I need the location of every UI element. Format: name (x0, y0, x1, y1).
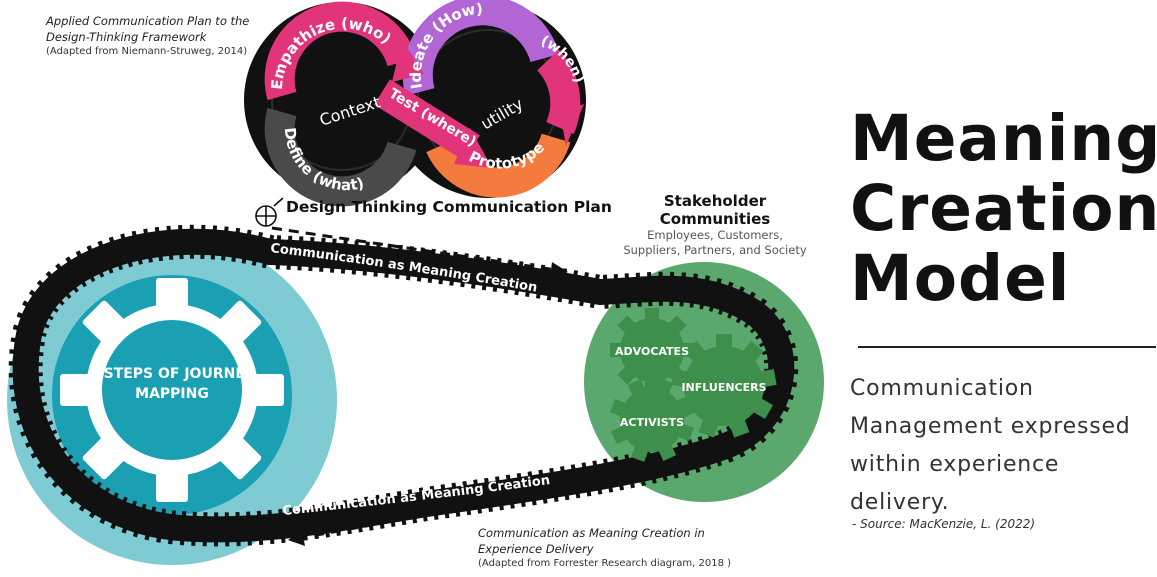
influencers-cog-icon (671, 334, 777, 438)
design-thinking-plan-label: Design Thinking Communication Plan (286, 198, 612, 216)
empathize-band (264, 1, 417, 101)
subtitle-line3: within experience delivery. (850, 452, 1060, 515)
prototype-band (426, 133, 571, 198)
stakeholder-communities: Stakeholder Communities Employees, Custo… (610, 192, 820, 258)
stakeholder-heading-line2: Communities (659, 210, 771, 228)
top-caption: Applied Communication Plan to the Design… (46, 14, 249, 59)
bottom-caption-source: (Adapted from Forrester Research diagram… (478, 558, 732, 570)
advocates-label: ADVOCATES (615, 345, 689, 358)
define-band (264, 107, 417, 207)
stakeholder-sub-line2: Suppliers, Partners, and Society (623, 243, 807, 257)
top-caption-line2: Design-Thinking Framework (46, 29, 207, 44)
subtitle-line2: Management expressed (850, 414, 1131, 439)
top-caption-line1: Applied Communication Plan to the (46, 14, 250, 28)
chain-links (8, 224, 799, 547)
empathize-arrowhead (392, 40, 424, 82)
page-title: Meaning Creation Model (850, 104, 1157, 314)
bottom-caption-line1: Communication as Meaning Creation in (478, 526, 705, 540)
title-line3: Model (850, 242, 1071, 315)
title-line2: Creation (850, 172, 1157, 245)
arrowhead-right-icon (550, 262, 568, 278)
title-line1: Meaning (850, 102, 1157, 175)
ideate-band (402, 0, 560, 96)
dashed-arrow-top (271, 226, 568, 278)
journey-gear-icon: 6 STEPS OF JOURNEY MAPPING (60, 278, 284, 502)
gear-label-line1: 6 STEPS OF JOURNEY (89, 366, 256, 382)
infinity-loop: Empathize (who) Define (what) Ideate (Ho… (244, 0, 587, 207)
test-band (374, 79, 480, 161)
gear-label-line2: MAPPING (135, 386, 209, 402)
dashed-arrow-bottom (288, 486, 576, 546)
test-arrowhead (454, 128, 492, 168)
stakeholder-heading-line1: Stakeholder (663, 192, 767, 210)
source-note: - Source: MacKenzie, L. (2022) (852, 517, 1036, 531)
subtitle: Communication Management expressed withi… (850, 370, 1157, 522)
when-arrowhead (560, 104, 584, 146)
subtitle-line1: Communication (850, 376, 1034, 401)
arrowhead-left-icon (288, 530, 305, 546)
bottom-caption-line2: Experience Delivery (478, 541, 594, 556)
stakeholder-sub-line1: Employees, Customers, (647, 228, 783, 242)
influencers-label: INFLUENCERS (681, 381, 766, 394)
activists-label: ACTIVISTS (620, 416, 684, 429)
plus-circle-icon (255, 197, 284, 227)
chain-belt: Communication as Meaning Creation Commun… (8, 224, 799, 547)
title-divider (858, 346, 1156, 348)
bottom-caption: Communication as Meaning Creation in Exp… (478, 526, 731, 571)
top-caption-source: (Adapted from Niemann-Struweg, 2014) (46, 46, 248, 58)
activists-cog-icon (610, 378, 694, 462)
